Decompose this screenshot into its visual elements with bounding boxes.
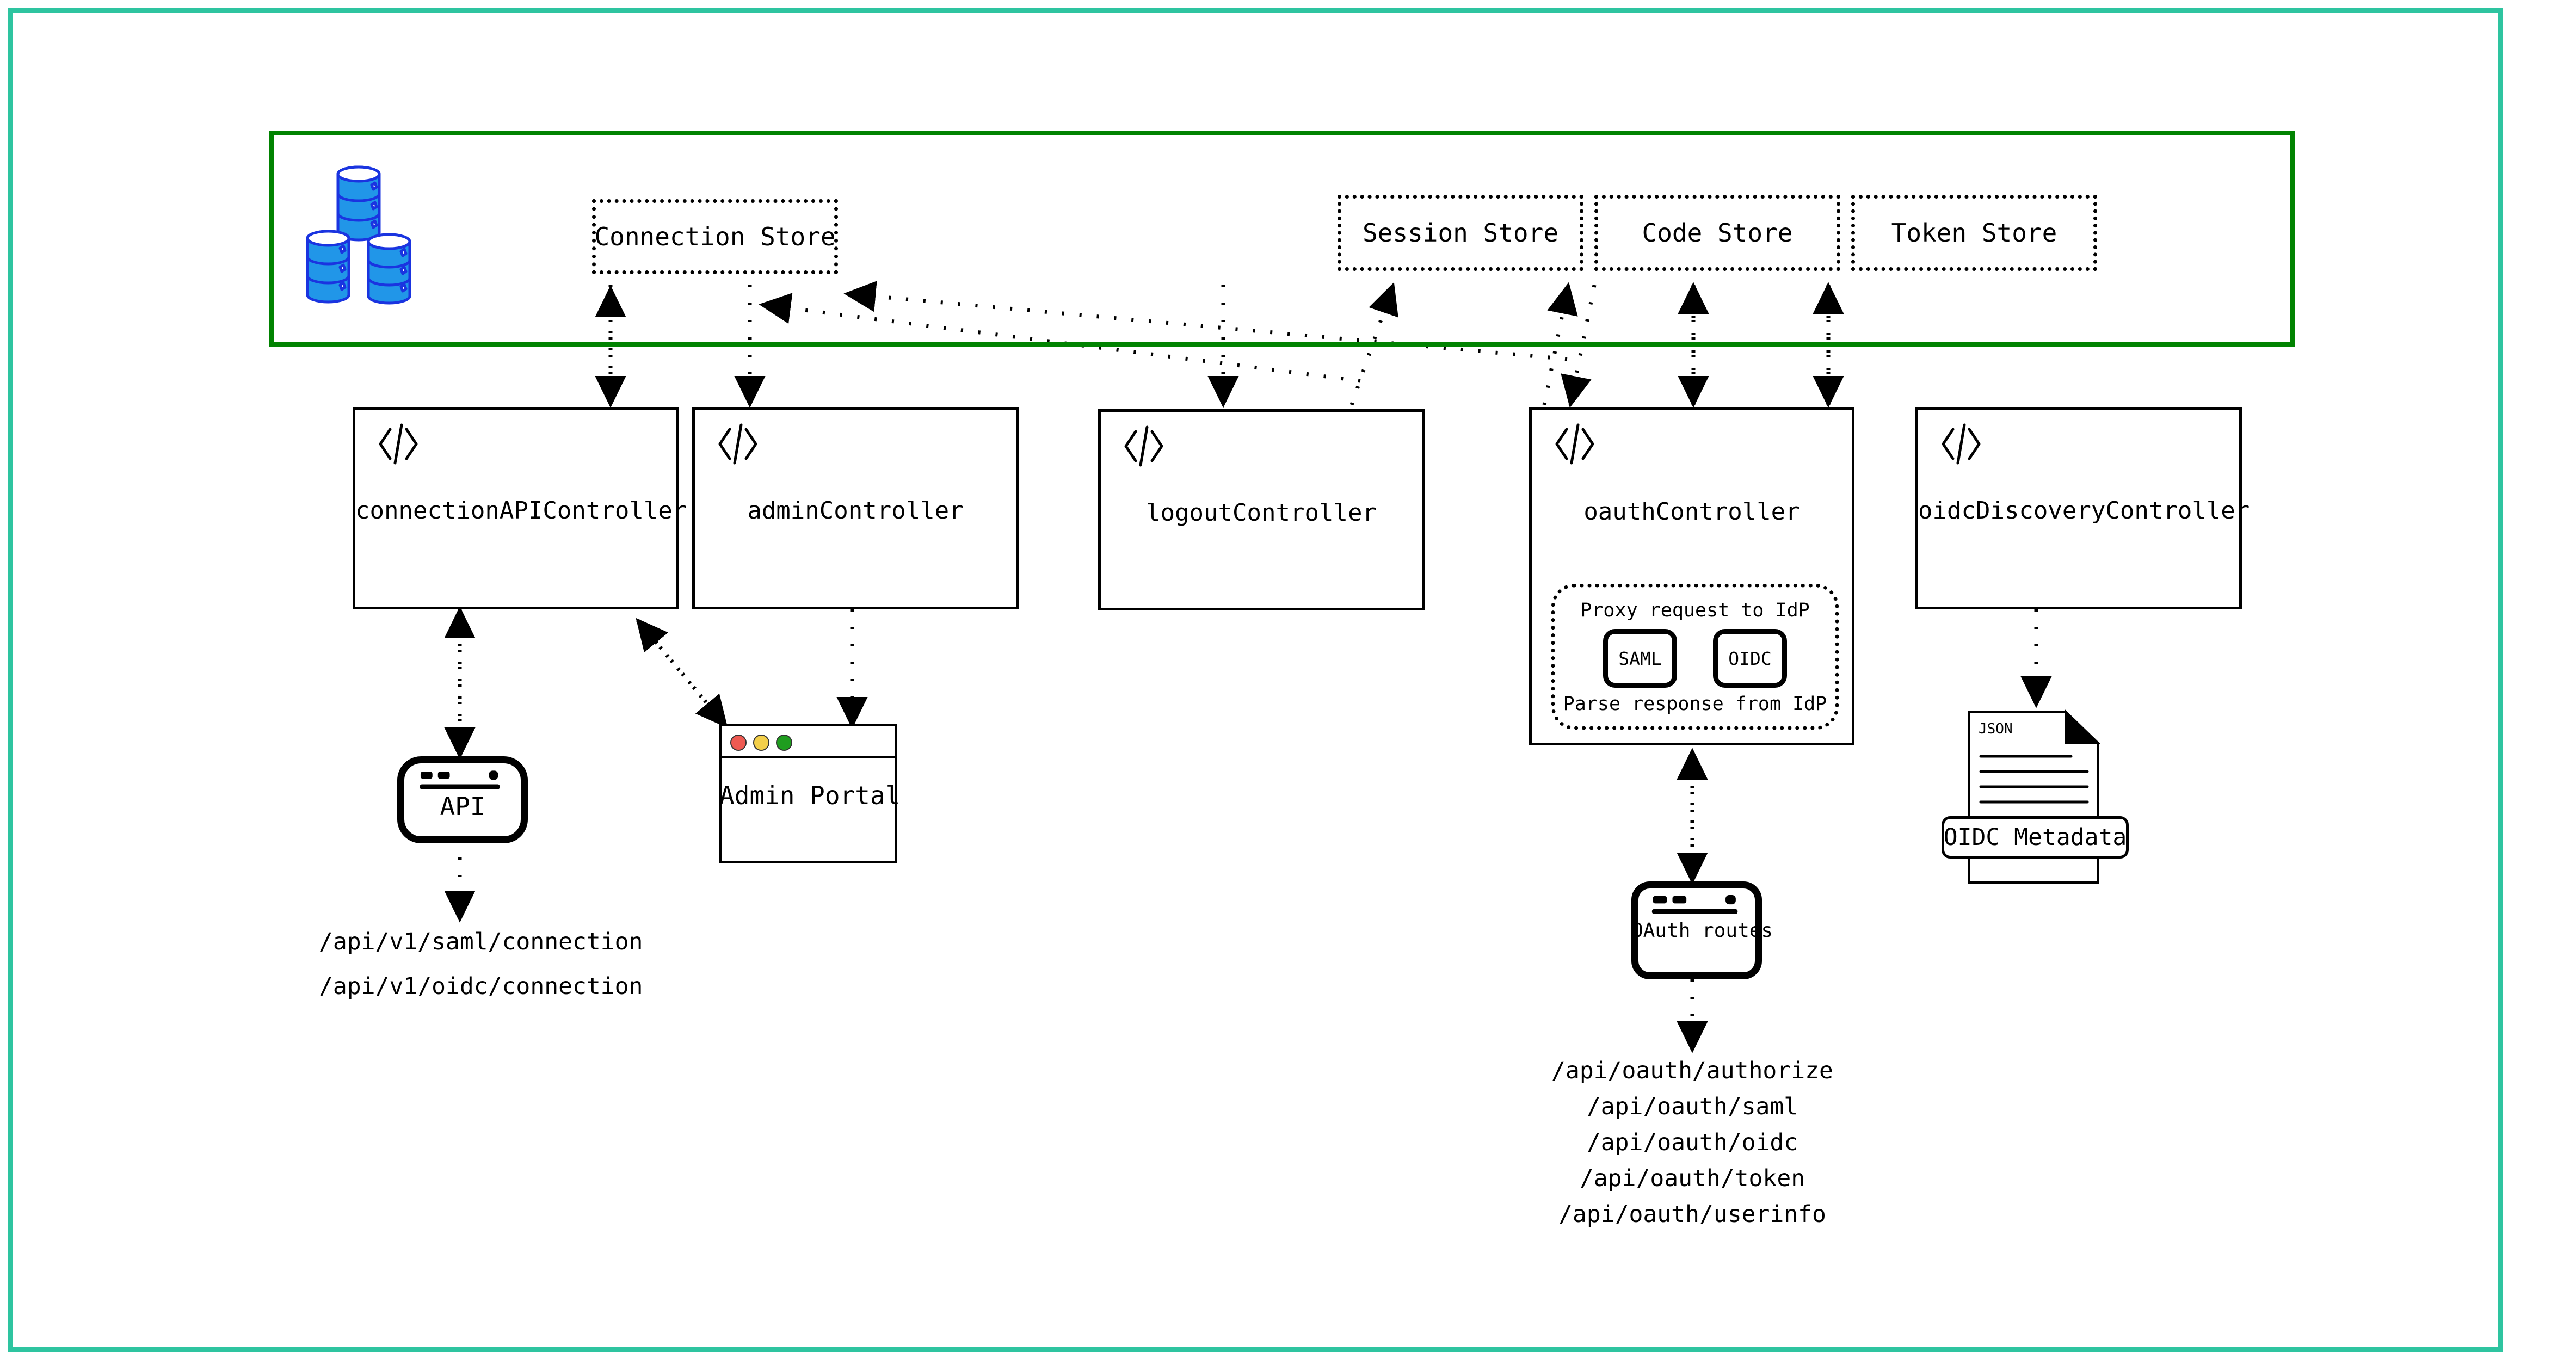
code-brackets-icon [374, 419, 423, 468]
store-connection-store[interactable]: Connection Store [592, 199, 838, 274]
store-label: Token Store [1891, 218, 2057, 248]
controller-label: oauthController [1583, 498, 1800, 526]
endpoint-item: /api/oauth/oidc [1586, 1129, 1798, 1156]
protocol-saml[interactable]: SAML [1603, 629, 1677, 688]
store-session-store[interactable]: Session Store [1338, 195, 1583, 271]
json-document-icon: JSON [1968, 709, 2101, 884]
api-device-icon [420, 770, 500, 789]
connection-endpoints-list: /api/v1/saml/connection /api/v1/oidc/con… [319, 919, 643, 1009]
window-titlebar [722, 726, 895, 758]
controller-admin[interactable]: adminController [692, 407, 1019, 609]
client-api[interactable] [397, 756, 528, 843]
store-label: Session Store [1362, 218, 1559, 248]
oauth-idp-proxy-group: Proxy request to IdP SAML OIDC Parse res… [1551, 584, 1839, 730]
store-label: Connection Store [594, 222, 836, 251]
database-stack-icon [302, 163, 433, 305]
client-oauth-routes-label: OAuth routes [1631, 919, 1773, 942]
controller-label: logoutController [1146, 499, 1377, 527]
store-label: Code Store [1642, 218, 1793, 248]
controller-label: adminController [747, 497, 964, 524]
client-admin-portal-label: Admin Portal [719, 781, 901, 810]
client-oauth-routes[interactable] [1631, 881, 1762, 979]
code-brackets-icon [1119, 422, 1168, 471]
traffic-light-minimize-icon [753, 735, 769, 751]
protocol-oidc[interactable]: OIDC [1713, 629, 1787, 688]
controller-oauth[interactable]: oauthController Proxy request to IdP SAM… [1529, 407, 1854, 745]
store-code-store[interactable]: Code Store [1594, 195, 1840, 271]
doc-type-label: JSON [1979, 721, 2013, 737]
store-token-store[interactable]: Token Store [1851, 195, 2097, 271]
endpoint-item: /api/oauth/authorize [1551, 1057, 1833, 1084]
endpoint-item: /api/v1/saml/connection [319, 928, 643, 955]
code-brackets-icon [1937, 419, 1986, 468]
controller-oidc-discovery[interactable]: oidcDiscoveryController [1915, 407, 2250, 609]
controller-label: oidcDiscoveryController [1918, 497, 2250, 524]
endpoint-item: /api/v1/oidc/connection [319, 973, 643, 1000]
controller-logout[interactable]: logoutController [1098, 409, 1425, 610]
traffic-light-maximize-icon [776, 735, 792, 751]
client-oidc-metadata-label: OIDC Metadata [1943, 824, 2127, 851]
controller-connection-api[interactable]: connectionAPIController [353, 407, 687, 609]
traffic-light-close-icon [730, 735, 747, 751]
parse-response-label: Parse response from IdP [1563, 693, 1827, 715]
endpoint-item: /api/oauth/token [1579, 1165, 1805, 1192]
client-oidc-metadata-label-pill[interactable]: OIDC Metadata [1942, 816, 2129, 859]
browser-window-icon [1651, 894, 1738, 915]
endpoint-item: /api/oauth/saml [1586, 1093, 1798, 1120]
client-admin-portal[interactable] [719, 724, 897, 863]
proxy-request-label: Proxy request to IdP [1580, 600, 1810, 621]
endpoint-item: /api/oauth/userinfo [1558, 1201, 1826, 1228]
diagram-outer-frame [8, 8, 2503, 1352]
controller-label: connectionAPIController [355, 497, 687, 524]
protocol-label: SAML [1618, 647, 1662, 669]
code-brackets-icon [713, 419, 762, 468]
stores-container [269, 131, 2295, 347]
oauth-endpoints-list: /api/oauth/authorize /api/oauth/saml /ap… [1529, 1053, 1856, 1232]
protocol-label: OIDC [1728, 647, 1772, 669]
code-brackets-icon [1550, 419, 1599, 468]
client-oidc-metadata-document[interactable]: JSON [1964, 707, 2110, 887]
client-api-label: API [440, 792, 485, 821]
